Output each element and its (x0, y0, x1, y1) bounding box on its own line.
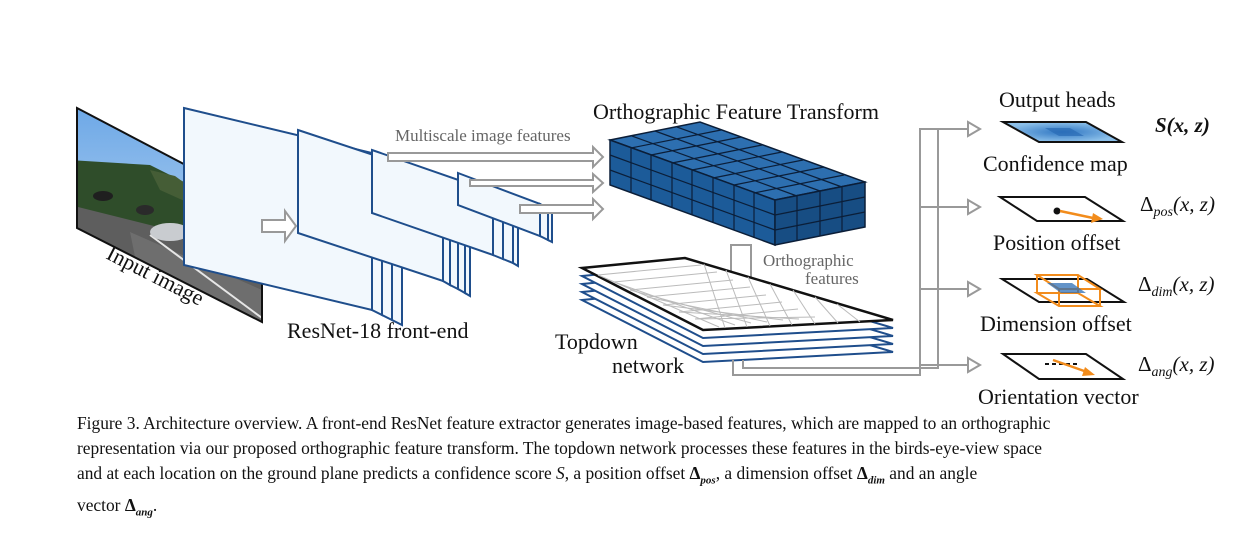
orthographic-features-label-1: Orthographic (763, 251, 854, 270)
score-output: S(x, z) (1155, 113, 1210, 137)
output-heads-title: Output heads (999, 87, 1116, 112)
caption-line-2: representation via our proposed orthogra… (77, 438, 1043, 458)
ang-output-subscript: ang (1152, 365, 1173, 380)
caption-text: . (152, 495, 158, 516)
caption-line-4: vector Δang. (77, 493, 1238, 525)
confidence-map-head (999, 121, 1126, 143)
output-connector (732, 128, 972, 376)
orthographic-features-label-2: features (805, 269, 859, 288)
caption-text: vector (77, 495, 125, 516)
caption-ang-symbol: Δ (124, 495, 136, 516)
caption-text: and at each location on the ground plane… (77, 463, 557, 483)
dim-output-subscript: dim (1152, 285, 1173, 300)
caption-text: , a position offset (564, 463, 690, 483)
pos-output-args: (x, z) (1173, 192, 1215, 216)
multiscale-label: Multiscale image features (395, 126, 571, 145)
topdown-label-1: Topdown (555, 329, 638, 354)
resnet-feature-maps (183, 106, 553, 327)
caption-line-3: and at each location on the ground plane… (77, 461, 1238, 493)
dim-output-args: (x, z) (1173, 272, 1215, 296)
topdown-network-stack (577, 256, 894, 364)
pos-output: Δpos(x, z) (1140, 192, 1215, 220)
ang-output: Δang(x, z) (1138, 352, 1215, 380)
dim-output: Δdim(x, z) (1138, 272, 1215, 300)
figure-caption: Figure 3. Architecture overview. A front… (77, 411, 1238, 526)
topdown-label-2: network (612, 353, 684, 378)
input-arrow (261, 207, 298, 245)
position-offset-label: Position offset (993, 230, 1120, 255)
orientation-vector-head (999, 353, 1127, 380)
caption-text: and an angle (884, 463, 978, 483)
ang-output-args: (x, z) (1173, 352, 1215, 376)
caption-ang-subscript: ang (135, 506, 153, 519)
dimension-offset-head (998, 274, 1128, 307)
caption-pos-subscript: pos (700, 474, 716, 487)
caption-text: , a dimension offset (715, 463, 857, 483)
oft-title: Orthographic Feature Transform (593, 99, 879, 124)
output-arrowheads (967, 120, 982, 374)
caption-score-symbol: S (556, 463, 565, 483)
orientation-vector-label: Orientation vector (978, 384, 1139, 409)
caption-dim-symbol: Δ (856, 463, 868, 483)
confidence-map-label: Confidence map (983, 151, 1128, 176)
pos-output-symbol: Δ (1140, 192, 1154, 216)
ang-output-symbol: Δ (1138, 352, 1152, 376)
dimension-offset-label: Dimension offset (980, 311, 1132, 336)
dim-output-symbol: Δ (1138, 272, 1152, 296)
orthographic-feature-cube (607, 121, 868, 247)
resnet-label: ResNet-18 front-end (287, 318, 468, 343)
multiscale-arrows (387, 144, 605, 222)
pos-output-subscript: pos (1153, 205, 1174, 220)
caption-dim-subscript: dim (867, 474, 885, 487)
architecture-diagram: Input image ResNet-18 front-end Multisca… (76, 87, 1215, 409)
caption-pos-symbol: Δ (689, 463, 701, 483)
position-offset-head (996, 196, 1127, 223)
caption-line-1: Figure 3. Architecture overview. A front… (77, 413, 1051, 433)
